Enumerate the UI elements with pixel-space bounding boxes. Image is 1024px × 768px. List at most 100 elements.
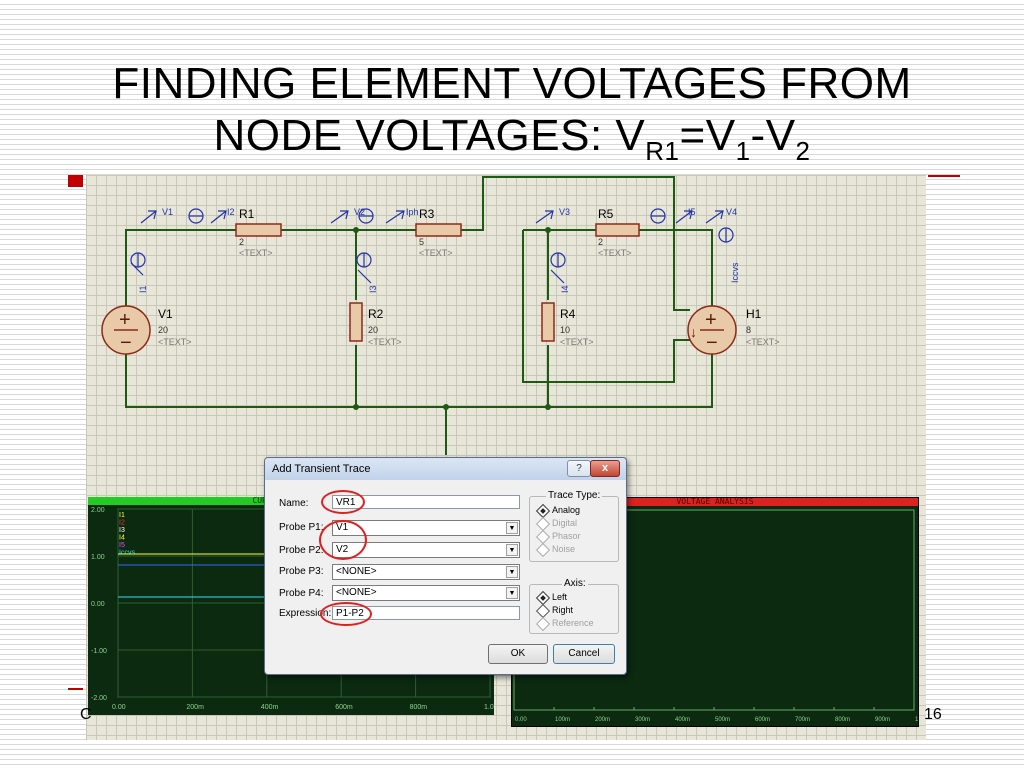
svg-text:2: 2	[239, 237, 244, 247]
help-button[interactable]: ?	[567, 460, 591, 477]
radio-label: Phasor	[552, 531, 581, 541]
circuit-diagram: +− +− ↓ V1 I2 V2 Iph V3 I5 V4 I1 I3 I4 I…	[101, 176, 780, 455]
probe-label-i2: I2	[227, 207, 235, 217]
trace-type-group: Trace Type: Analog Digital Phasor Noise	[529, 490, 619, 562]
x-tick-label: 100m	[555, 717, 570, 723]
slide-rule-right	[928, 175, 960, 177]
x-tick-label: 600m	[755, 717, 770, 723]
chevron-down-icon[interactable]: ▼	[506, 544, 518, 556]
annotation-ring-expression	[320, 602, 372, 626]
chevron-down-icon[interactable]: ▼	[506, 587, 518, 599]
label-r3: R3	[419, 207, 435, 221]
slide-title: FINDING ELEMENT VOLTAGES FROM NODE VOLTA…	[0, 58, 1024, 177]
dialog-titlebar[interactable]: Add Transient Trace ? x	[265, 458, 626, 480]
chevron-down-icon[interactable]: ▼	[506, 522, 518, 534]
annotation-ring-probes	[319, 520, 367, 560]
radio-label: Right	[552, 605, 574, 615]
probe-label-v4: V4	[726, 207, 737, 217]
trace-type-digital-radio[interactable]: Digital	[535, 516, 578, 531]
x-tick-label: 200m	[595, 717, 610, 723]
x-tick-label: 400m	[675, 717, 690, 723]
probe-label-iph: Iph	[406, 207, 419, 217]
svg-text:<TEXT>: <TEXT>	[368, 337, 402, 347]
x-tick-label: 500m	[715, 717, 730, 723]
title-subscript-r1: R1	[645, 135, 680, 166]
probe-p3-value: <NONE>	[336, 566, 377, 577]
probe-p4-select[interactable]: <NONE> ▼	[332, 585, 520, 601]
title-minus-v: -V	[750, 111, 796, 160]
x-tick-label: 800m	[410, 704, 428, 711]
legend-entry: I5	[119, 542, 125, 549]
close-button[interactable]: x	[590, 460, 620, 477]
expression-label: Expression:	[279, 608, 332, 619]
r2-body	[349, 302, 363, 342]
svg-text:+: +	[705, 309, 717, 331]
axis-group: Axis: Left Right Reference	[529, 578, 619, 634]
trace-type-phasor-radio[interactable]: Phasor	[535, 529, 581, 544]
cancel-button[interactable]: Cancel	[553, 644, 615, 664]
probe-label-v2: V2	[354, 207, 365, 217]
probe-p1-select[interactable]: V1▼	[332, 520, 520, 536]
svg-text:−: −	[120, 332, 132, 354]
svg-text:<TEXT>: <TEXT>	[239, 248, 273, 258]
y-tick-label: -1.00	[91, 648, 107, 655]
trace-type-analog-radio[interactable]: Analog	[535, 503, 581, 518]
chevron-down-icon[interactable]: ▼	[506, 566, 518, 578]
r1-body	[235, 223, 282, 237]
probe-label-v1: V1	[162, 207, 173, 217]
radio-label: Digital	[552, 518, 578, 528]
probe-p3-select[interactable]: <NONE> ▼	[332, 564, 520, 580]
radio-label: Reference	[552, 618, 594, 628]
trace-type-label: Trace Type:	[546, 490, 603, 501]
axis-reference-radio[interactable]: Reference	[535, 616, 594, 631]
x-tick-label: 0.00	[112, 704, 126, 711]
circuit-wires	[125, 176, 713, 455]
label-v1: V1	[158, 307, 173, 321]
x-tick-label: 400m	[261, 704, 279, 711]
x-tick-label: 0.00	[515, 717, 527, 723]
r4-body	[541, 302, 555, 342]
probe-p4-value: <NONE>	[336, 587, 377, 598]
component-values: 2<TEXT> 5<TEXT> 2<TEXT> 20<TEXT> 20<TEXT…	[158, 237, 780, 347]
svg-text:<TEXT>: <TEXT>	[746, 337, 780, 347]
component-names: R1 R3 R5 V1 R2 R4 H1	[158, 207, 762, 321]
svg-text:↓: ↓	[690, 324, 697, 340]
add-transient-trace-dialog: Add Transient Trace ? x Name: VR1 Probe …	[264, 457, 627, 675]
title-line-2: NODE VOLTAGES: VR1=V1-V2	[0, 110, 1024, 177]
svg-text:20: 20	[158, 325, 168, 335]
x-tick-label: 200m	[186, 704, 204, 711]
probe-label-i3: I3	[368, 285, 378, 293]
svg-text:<TEXT>: <TEXT>	[560, 337, 594, 347]
legend-entry: Iccvs	[119, 550, 135, 557]
probe-labels: V1 I2 V2 Iph V3 I5 V4 I1 I3 I4 Iccvs	[138, 207, 740, 293]
probe-symbols	[130, 208, 734, 284]
slide-rule-bottom	[68, 688, 83, 690]
probe-p4-label: Probe P4:	[279, 588, 324, 599]
name-label: Name:	[279, 498, 309, 509]
source-signs: +− +− ↓	[119, 309, 718, 354]
ok-button[interactable]: OK	[488, 644, 548, 664]
slide-number: 16	[924, 706, 942, 723]
title-subscript-2: 2	[795, 135, 811, 166]
probe-label-v3: V3	[559, 207, 570, 217]
svg-text:20: 20	[368, 325, 378, 335]
trace-type-noise-radio[interactable]: Noise	[535, 542, 575, 557]
dialog-title: Add Transient Trace	[272, 463, 371, 475]
slide-bullet-marker	[68, 175, 83, 187]
x-tick-label: 1.00	[915, 717, 918, 723]
label-r4: R4	[560, 307, 576, 321]
x-tick-label: 900m	[875, 717, 890, 723]
title-subscript-1: 1	[735, 135, 751, 166]
probe-label-iccvs: Iccvs	[730, 262, 740, 283]
probe-label-i4: I4	[560, 285, 570, 293]
radio-label: Analog	[552, 505, 581, 515]
svg-text:−: −	[706, 332, 718, 354]
legend-entry: I3	[119, 527, 125, 534]
x-tick-label: 1.00	[484, 704, 494, 711]
resistors	[235, 223, 640, 342]
schematic-canvas[interactable]: +− +− ↓ V1 I2 V2 Iph V3 I5 V4 I1 I3 I4 I…	[86, 175, 926, 495]
voltage-graph-header: VOLTAGE ANALYSIS	[512, 498, 918, 506]
axis-right-radio[interactable]: Right	[535, 603, 574, 618]
axis-left-radio[interactable]: Left	[535, 590, 567, 605]
svg-text:8: 8	[746, 325, 751, 335]
